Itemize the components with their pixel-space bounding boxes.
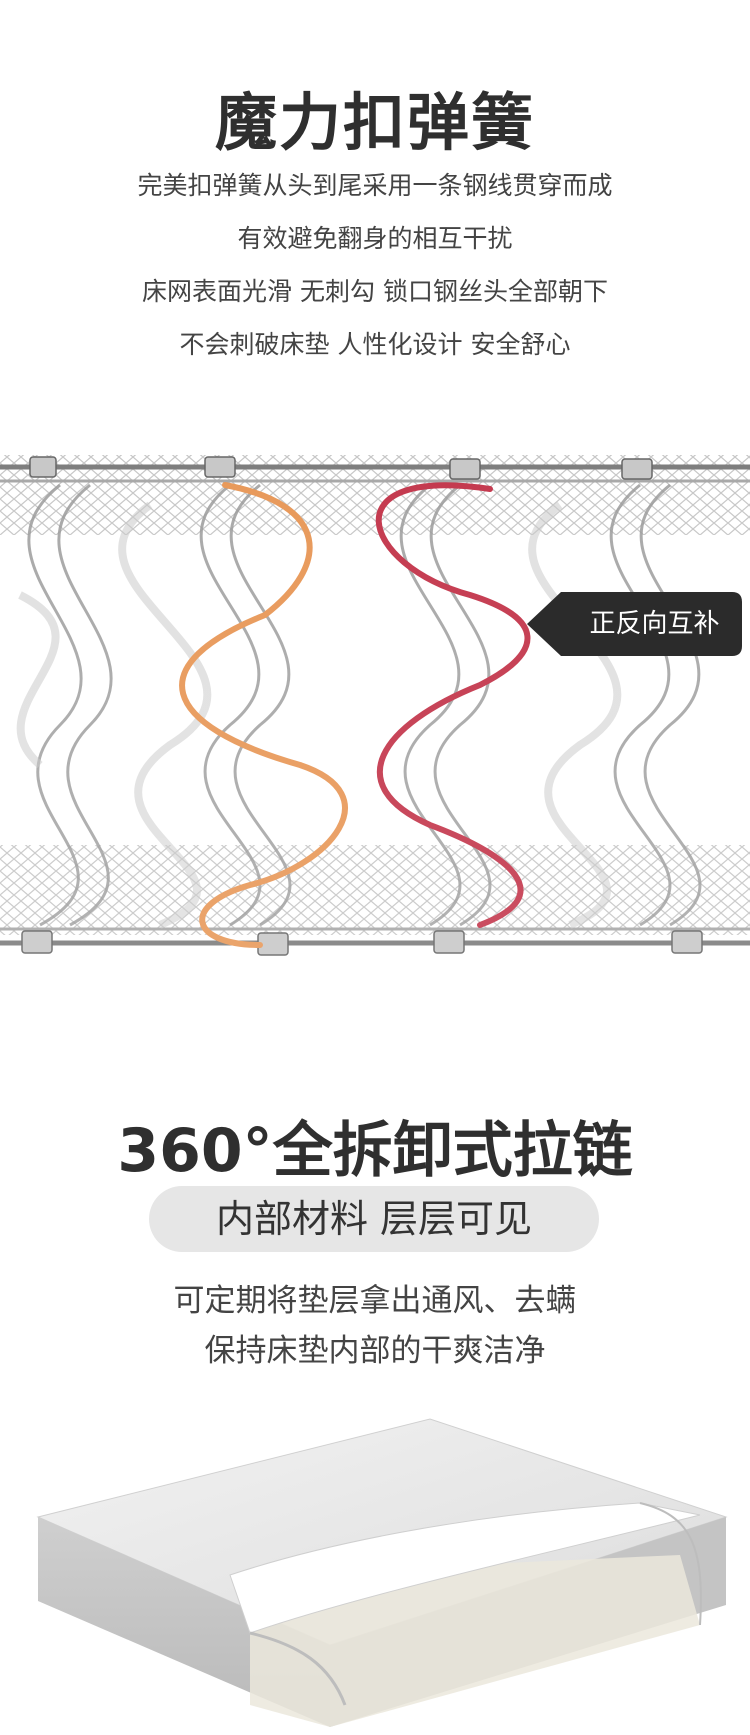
callout-text: 正反向互补 xyxy=(589,609,720,639)
callout-badge: 正反向互补 xyxy=(527,592,742,656)
mattress-illustration xyxy=(0,1405,750,1731)
zipper-title: 360°全拆卸式拉链 xyxy=(117,1116,633,1186)
zipper-description: 可定期将垫层拿出通风、去螨 保持床垫内部的干爽洁净 xyxy=(0,1278,750,1378)
spring-desc-line-3: 床网表面光滑 无刺勾 锁口钢丝头全部朝下 xyxy=(142,277,608,306)
spring-description: 完美扣弹簧从头到尾采用一条钢线贯穿而成 有效避免翻身的相互干扰 床网表面光滑 无… xyxy=(0,166,750,378)
zipper-desc-line-1: 可定期将垫层拿出通风、去螨 xyxy=(173,1283,577,1319)
zipper-subtitle-pill: 内部材料 层层可见 xyxy=(149,1186,599,1252)
spring-desc-line-2: 有效避免翻身的相互干扰 xyxy=(237,224,513,253)
spring-desc-line-4: 不会刺破床垫 人性化设计 安全舒心 xyxy=(179,330,571,359)
zipper-desc-line-2: 保持床垫内部的干爽洁净 xyxy=(204,1333,546,1369)
spring-illustration xyxy=(0,445,750,1010)
spring-desc-line-1: 完美扣弹簧从头到尾采用一条钢线贯穿而成 xyxy=(137,171,613,200)
spring-title: 魔力扣弹簧 xyxy=(214,86,535,159)
